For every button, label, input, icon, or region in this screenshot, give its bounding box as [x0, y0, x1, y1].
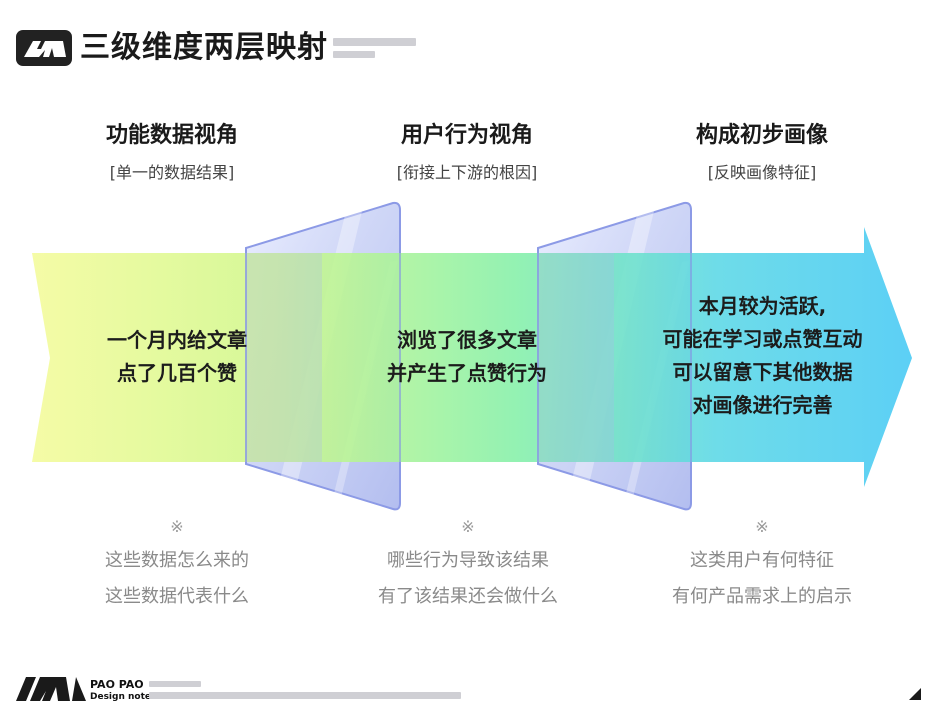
- column-title-behavior: 用户行为视角: [400, 123, 533, 148]
- question-line: 这些数据代表什么: [105, 586, 249, 607]
- question-line: 有何产品需求上的启示: [672, 586, 852, 607]
- questions-persona: 这类用户有何特征 有何产品需求上的启示: [622, 543, 902, 615]
- stage-line: 对画像进行完善: [692, 393, 833, 417]
- stage-line: 并产生了点赞行为: [387, 361, 547, 385]
- question-line: 有了该结果还会做什么: [378, 586, 558, 607]
- reference-mark: ※: [461, 517, 475, 536]
- question-line: 哪些行为导致该结果: [387, 550, 549, 571]
- questions-behavior: 哪些行为导致该结果 有了该结果还会做什么: [328, 543, 608, 615]
- stage-text-behavior: 浏览了很多文章 并产生了点赞行为: [362, 324, 572, 390]
- stage-text-function: 一个月内给文章 点了几百个赞: [72, 324, 282, 390]
- title-decoration-bar-short: [333, 51, 375, 58]
- reference-mark: ※: [170, 517, 184, 536]
- stage-line: 浏览了很多文章: [397, 328, 537, 352]
- footer-brand: PAO PAO: [90, 678, 144, 691]
- title-decoration-bar: [333, 38, 416, 46]
- column-title-function: 功能数据视角: [105, 123, 238, 148]
- question-line: 这些数据怎么来的: [105, 550, 249, 571]
- page-title: 三级维度两层映射: [80, 30, 328, 65]
- questions-function: 这些数据怎么来的 这些数据代表什么: [37, 543, 317, 615]
- stage-line: 可能在学习或点赞互动: [662, 327, 863, 351]
- stage-text-persona: 本月较为活跃, 可能在学习或点赞互动 可以留意下其他数据 对画像进行完善: [640, 290, 885, 422]
- mountain-logo-icon: [24, 41, 66, 57]
- reference-mark: ※: [755, 517, 769, 536]
- column-subtitle-function: [单一的数据结果]: [109, 163, 235, 182]
- stage-line: 一个月内给文章: [107, 328, 247, 352]
- footer-decoration-bar: [149, 692, 461, 699]
- stage-line: 可以留意下其他数据: [672, 360, 853, 384]
- brand-logo: [16, 30, 72, 66]
- column-title-persona: 构成初步画像: [695, 123, 828, 148]
- column-subtitle-behavior: [衔接上下游的根因]: [396, 163, 538, 182]
- footer-decoration-bar-short: [149, 681, 201, 687]
- stage-line: 点了几百个赞: [117, 361, 237, 385]
- footer-tagline: Design notes: [90, 692, 157, 702]
- stage-line: 本月较为活跃,: [698, 294, 827, 318]
- question-line: 这类用户有何特征: [690, 550, 834, 571]
- column-subtitle-persona: [反映画像特征]: [707, 163, 817, 182]
- footer-logo-icon: [16, 677, 86, 701]
- corner-triangle-icon: [909, 688, 921, 700]
